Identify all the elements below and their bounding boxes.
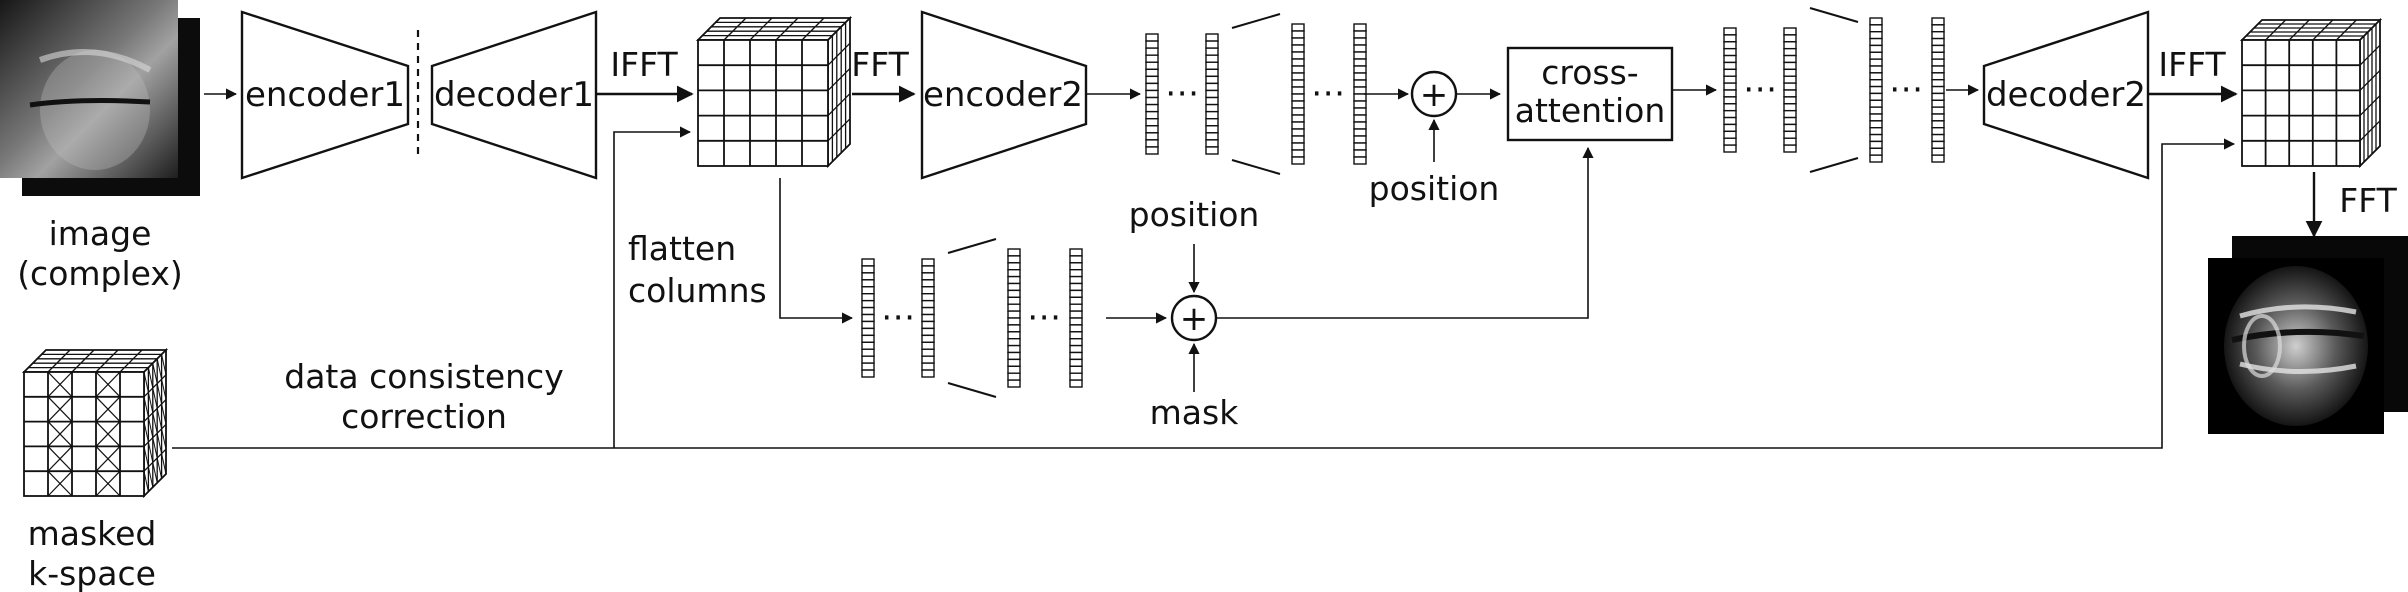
token-stack-top-1: ⋯⋯ — [1145, 13, 1367, 175]
data-consistency-line — [172, 138, 2236, 449]
encoder2-block — [920, 10, 1088, 180]
encoder1-label: encoder1 — [245, 75, 405, 115]
ifft-label-2: IFFT — [2158, 45, 2226, 84]
flatten-branch-line — [779, 178, 854, 324]
encoder2-label: encoder2 — [923, 75, 1083, 115]
cross-attention-block — [1506, 46, 1674, 142]
svg-text:⋯: ⋯ — [1743, 69, 1777, 109]
position-label-top: position — [1369, 169, 1500, 208]
flatten-label-line1: flatten — [628, 229, 736, 268]
cross-attention-label-line1: cross- — [1541, 53, 1638, 92]
output-image-stack — [2208, 236, 2408, 434]
fft-label-2: FFT — [2339, 181, 2397, 220]
token-stack-top-2: ⋯⋯ — [1723, 7, 1945, 173]
input-image-stack — [0, 0, 200, 196]
position-label-bottom: position — [1129, 195, 1260, 234]
mask-label: mask — [1150, 393, 1240, 432]
fft-label-1: FFT — [851, 45, 909, 84]
image-grid-cube-2 — [2239, 17, 2383, 169]
masked-kspace-cube — [21, 347, 169, 499]
svg-text:⋯: ⋯ — [1027, 297, 1061, 337]
token-stack-bottom: ⋯⋯ — [861, 238, 1083, 398]
svg-text:⋯: ⋯ — [1165, 73, 1199, 113]
ifft-label-1: IFFT — [610, 45, 678, 84]
svg-text:⋯: ⋯ — [1889, 69, 1923, 109]
svg-text:⋯: ⋯ — [881, 297, 915, 337]
decoder1-label: decoder1 — [434, 75, 594, 115]
kspace-label-line1: masked — [28, 514, 157, 553]
encoder1-block — [240, 10, 410, 180]
decoder2-block — [1982, 10, 2150, 180]
input-image-label-line1: image — [49, 214, 152, 253]
arrow-plus-bottom-to-crossattention — [1216, 146, 1594, 319]
input-image-label-line2: (complex) — [17, 254, 183, 293]
data-consistency-label-line1: data consistency — [284, 357, 563, 396]
decoder1-block — [430, 10, 598, 180]
decoder2-label: decoder2 — [1986, 75, 2146, 115]
kspace-label-line2: k-space — [28, 554, 156, 592]
data-consistency-to-grid1 — [613, 126, 692, 448]
add-node-top-symbol: + — [1420, 75, 1449, 115]
data-consistency-label-line2: correction — [341, 397, 507, 436]
flatten-label-line2: columns — [628, 271, 767, 310]
add-node-bottom-symbol: + — [1180, 299, 1209, 339]
cross-attention-label-line2: attention — [1515, 91, 1666, 130]
image-grid-cube-1 — [695, 15, 853, 169]
svg-text:⋯: ⋯ — [1311, 73, 1345, 113]
